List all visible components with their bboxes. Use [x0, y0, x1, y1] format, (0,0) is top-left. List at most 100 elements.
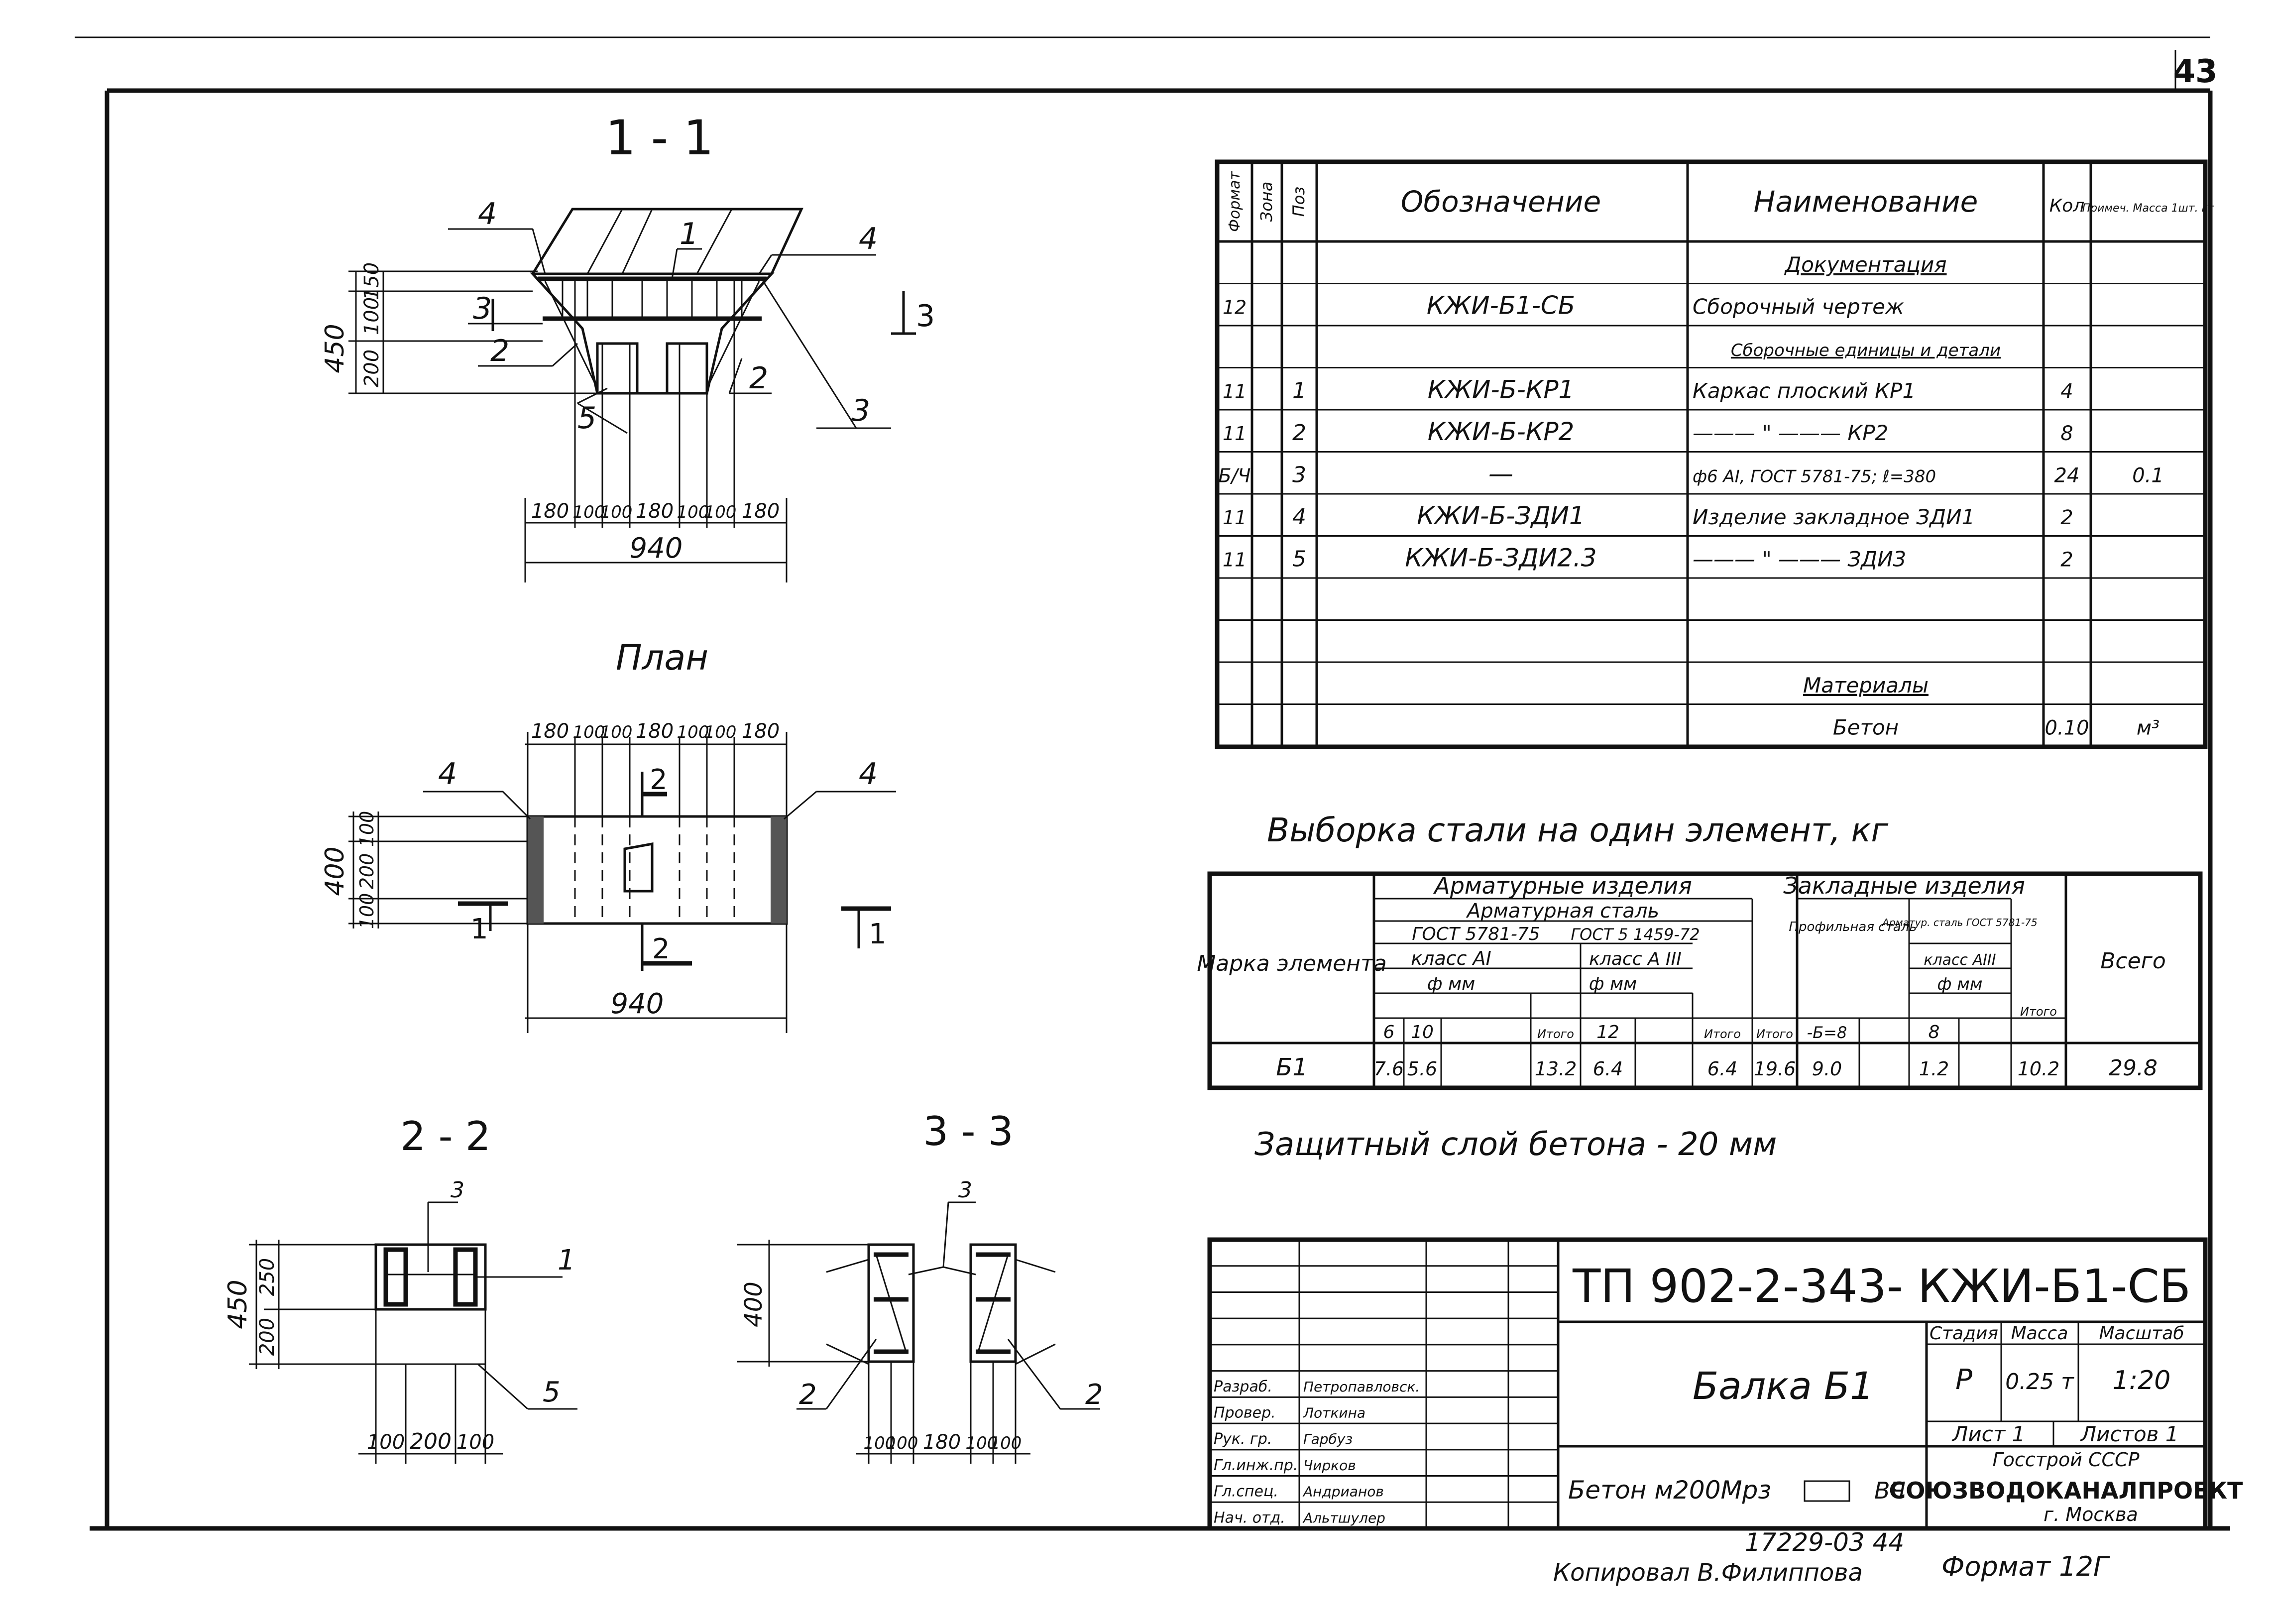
spec-cell-fmt: 11 [1223, 507, 1247, 529]
plan-dim-400-v: 400 [320, 846, 350, 896]
steel-title: Выборка стали на один элемент, кг [1267, 811, 1888, 849]
steel-h-armatur-stal: Арматурная сталь [1466, 900, 1659, 923]
tb-material: Бетон м200Мрз [1568, 1476, 1771, 1505]
tb-name: Балка Б1 [1693, 1364, 1874, 1408]
spec-cell-code: КЖИ-Б-КР2 [1428, 417, 1575, 446]
section-1-1-title: 1 - 1 [605, 110, 714, 166]
tb-role: Нач. отд. [1214, 1509, 1285, 1526]
s33-callout-2a: 2 [799, 1379, 817, 1411]
tb-material-box [1804, 1480, 1850, 1502]
dim-h-180c: 180 [742, 500, 780, 523]
section-mark-3: 3 [916, 299, 935, 334]
spec-cell-qty: 2 [2060, 506, 2073, 529]
plan-mark-1a: 1 [470, 913, 488, 945]
dim-450-v: 450 [320, 324, 350, 373]
steel-h-armatur-izd: Арматурные изделия [1433, 872, 1692, 899]
steel-sub-itogo1: Итого [1537, 1027, 1574, 1041]
spec-table: Формат Зона Поз Обозначение Наименование… [1215, 159, 2214, 749]
s33-dim-100b: 100 [886, 1433, 918, 1453]
spec-cell-qty: 24 [2054, 464, 2080, 487]
spec-cell-code: КЖИ-Б-КР1 [1428, 375, 1575, 404]
tb-code: ТП 902-2-343- КЖИ-Б1-СБ [1572, 1260, 2191, 1313]
dim-h-100d: 100 [704, 502, 737, 522]
steel-h-gost1: ГОСТ 5781-75 [1412, 924, 1540, 944]
title-block: ТП 902-2-343- КЖИ-Б1-СБ Балка Б1 Бетон м… [1207, 1237, 2243, 1531]
s33-dim-100d: 100 [990, 1433, 1022, 1453]
steel-h-phi3: ф мм [1937, 974, 1982, 994]
section-2-2: 2 - 2 3 1 5 450 250 200 100 200 100 [223, 1113, 577, 1464]
spec-cell-qty: 8 [2060, 422, 2073, 445]
tb-scale-label: Масштаб [2099, 1323, 2184, 1344]
tb-role: Гл.инж.пр. [1214, 1457, 1298, 1474]
steel-h-prof: Профильная сталь [1789, 920, 1917, 934]
spec-cell-code: КЖИ-Б-ЗДИ1 [1417, 501, 1585, 530]
callout-1: 1 [680, 217, 698, 251]
steel-h-phi1: ф мм [1427, 974, 1476, 994]
s33-dim-100c: 100 [966, 1433, 998, 1453]
spec-h-zone: Зона [1257, 182, 1276, 222]
spec-cell-fmt: 11 [1223, 423, 1247, 445]
plan-dim-180b: 180 [636, 720, 674, 743]
spec-cell-pos: 2 [1292, 420, 1306, 446]
sheet-format: Формат 12Г [1941, 1551, 2110, 1582]
spec-cell-code: — [1488, 459, 1513, 488]
steel-h-klass3: класс АIII [1924, 951, 1996, 969]
spec-h-code: Обозначение [1401, 185, 1601, 219]
tb-person: Альтшулер [1302, 1509, 1385, 1526]
tb-org3: г. Москва [2044, 1504, 2138, 1525]
tb-stage-label: Стадия [1930, 1323, 1998, 1344]
plan-callout-4b: 4 [859, 757, 878, 792]
spec-cell-pos: 1 [1292, 378, 1306, 403]
plan-dim-100c: 100 [677, 722, 709, 742]
dim-h-100c: 100 [677, 502, 709, 522]
steel-val-itogo3: 19.6 [1754, 1058, 1796, 1080]
spec-cell-name: Каркас плоский КР1 [1693, 378, 1916, 403]
s22-dim-450: 450 [223, 1279, 253, 1329]
s33-callout-3: 3 [958, 1177, 972, 1203]
sheet-number: 43 [2173, 53, 2217, 90]
callout-2b: 2 [749, 361, 768, 396]
steel-val-mark: Б1 [1276, 1053, 1307, 1081]
section-2-2-title: 2 - 2 [400, 1113, 491, 1160]
tb-mass-label: Масса [2011, 1323, 2068, 1344]
plan-dim-200-v: 200 [356, 853, 378, 890]
spec-cell-name: ф6 AI, ГОСТ 5781-75; ℓ=380 [1693, 466, 1936, 486]
tb-mass: 0.25 т [2005, 1369, 2074, 1394]
copied-by: Копировал В.Филиппова [1553, 1559, 1863, 1587]
callout-3a: 3 [473, 291, 492, 326]
spec-cell-fmt: 11 [1223, 380, 1247, 402]
callout-2a: 2 [490, 334, 509, 368]
callout-4a: 4 [478, 197, 497, 232]
spec-h-name: Наименование [1754, 185, 1978, 219]
steel-h-gost2: ГОСТ 5 1459-72 [1571, 925, 1700, 944]
spec-cell-pos: 5 [1292, 546, 1306, 572]
tb-role: Рук. гр. [1214, 1430, 1272, 1448]
dim-h-180b: 180 [636, 500, 674, 523]
plan-title: План [616, 637, 708, 678]
steel-sub-8: 8 [1929, 1022, 1940, 1043]
steel-val-itogo1: 13.2 [1535, 1058, 1577, 1080]
spec-cell-name: Изделие закладное ЗДИ1 [1693, 505, 1975, 529]
archive-number: 17229-03 44 [1745, 1528, 1904, 1557]
spec-cell-code: КЖИ-Б1-СБ [1427, 291, 1575, 320]
section-1-1: 1 - 1 [320, 110, 935, 582]
s22-dim-200b: 200 [410, 1429, 452, 1454]
plan-dim-100-v-a: 100 [356, 811, 378, 847]
steel-h-phi2: ф мм [1589, 974, 1637, 994]
spec-cell-note: 0.1 [2132, 464, 2164, 487]
spec-cell-pos: 3 [1292, 462, 1306, 487]
s33-dim-400: 400 [740, 1281, 768, 1327]
steel-h-marka: Марка элемента [1197, 951, 1386, 976]
steel-val-6: 7.6 [1374, 1058, 1404, 1080]
callout-3b: 3 [851, 393, 870, 428]
protective-layer-note: Защитный слой бетона - 20 мм [1254, 1126, 1777, 1163]
tb-person: Лоткина [1303, 1404, 1365, 1421]
dim-h-100a: 100 [573, 502, 605, 522]
s22-dim-250: 250 [256, 1258, 279, 1296]
s22-callout-5: 5 [543, 1376, 561, 1408]
spec-cell-qty: 0.10 [2044, 716, 2089, 739]
tb-person: Андрианов [1302, 1484, 1384, 1500]
tb-material-suffix: ВЧ [1874, 1477, 1906, 1504]
plan-mark-2a: 2 [650, 764, 668, 796]
